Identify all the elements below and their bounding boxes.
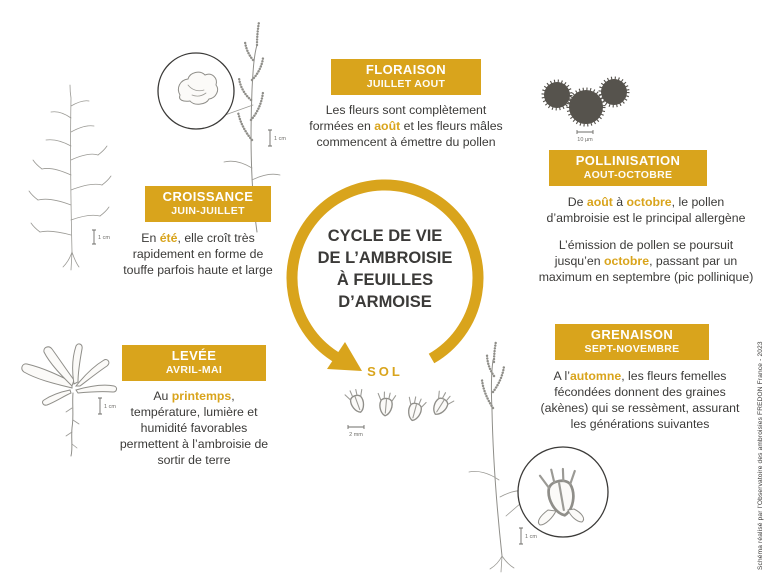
seedling-rosette-illustration: 1 cm xyxy=(21,343,117,457)
cycle-title: CYCLE DE VIE DE L’AMBROISIE À FEUILLES D… xyxy=(293,226,477,314)
stage-period: AVRIL-MAI xyxy=(165,363,223,376)
seeding-plant-illustration: 1 cm xyxy=(468,339,609,573)
scale-label: 1 cm xyxy=(104,404,116,410)
scale-seeds: 2 mm xyxy=(347,425,365,438)
stage-period: AOUT-OCTOBRE xyxy=(583,168,673,181)
scale-label: 10 µm xyxy=(577,137,593,143)
stage-floraison: FLORAISON JUILLET AOUT Les fleurs sont c… xyxy=(286,59,526,151)
stage-levee: LEVÉE AVRIL-MAI Au printemps,température… xyxy=(99,345,289,469)
stage-title: GRENAISON xyxy=(590,327,674,342)
scale-label: 1 cm xyxy=(525,534,537,540)
scale-left-plant: 1 cm xyxy=(92,229,110,245)
stage-title: POLLINISATION xyxy=(575,153,681,168)
stage-title: LEVÉE xyxy=(171,348,217,363)
magnifier-circle-bottom xyxy=(517,446,609,538)
cycle-title-line: À FEUILLES xyxy=(336,270,434,289)
croissance-badge: CROISSANCE JUIN-JUILLET xyxy=(145,186,271,223)
sol-label: SOL xyxy=(367,364,403,379)
scale-label: 2 mm xyxy=(349,432,363,438)
pollinisation-badge: POLLINISATION AOUT-OCTOBRE xyxy=(549,150,707,187)
stage-period: SEPT-NOVEMBRE xyxy=(584,342,680,355)
stage-pollinisation: POLLINISATION AOUT-OCTOBRE De août à oct… xyxy=(524,150,768,286)
cycle-title-line: CYCLE DE VIE xyxy=(327,227,443,245)
credit-text: Schéma réalisé par l’Observatoire des am… xyxy=(757,341,764,570)
stage-title: CROISSANCE xyxy=(162,189,254,204)
stage-period: JUIN-JUILLET xyxy=(171,204,245,217)
cycle-title-line: D’ARMOISE xyxy=(338,292,432,311)
scale-rosette: 1 cm xyxy=(98,397,116,415)
scale-label: 1 cm xyxy=(98,235,110,241)
grenaison-badge: GRENAISON SEPT-NOVEMBRE xyxy=(555,324,709,361)
levee-badge: LEVÉE AVRIL-MAI xyxy=(122,345,266,382)
stage-croissance: CROISSANCE JUIN-JUILLET En été, elle cro… xyxy=(100,186,296,279)
cycle-title-line: DE L’AMBROISIE xyxy=(317,248,453,267)
tall-plant-illustration: 1 cm xyxy=(28,84,112,271)
flowering-spike-illustration: 1 cm xyxy=(157,20,286,233)
cycle-arrow xyxy=(286,179,484,371)
scale-label: 1 cm xyxy=(274,136,286,142)
seeds-illustration: 2 mm xyxy=(343,386,456,438)
magnifier-circle-top xyxy=(157,52,235,130)
pollen-grains-illustration: 10 µm xyxy=(541,76,630,143)
floraison-badge: FLORAISON JUILLET AOUT xyxy=(331,59,481,96)
scale-top-plant: 1 cm xyxy=(268,129,286,147)
stage-grenaison: GRENAISON SEPT-NOVEMBRE A l’automne, les… xyxy=(521,324,759,433)
stage-title: FLORAISON xyxy=(365,62,447,77)
scale-pollen: 10 µm xyxy=(576,130,594,143)
scale-bottom-plant: 1 cm xyxy=(519,527,537,545)
stage-period: JUILLET AOUT xyxy=(366,77,446,90)
